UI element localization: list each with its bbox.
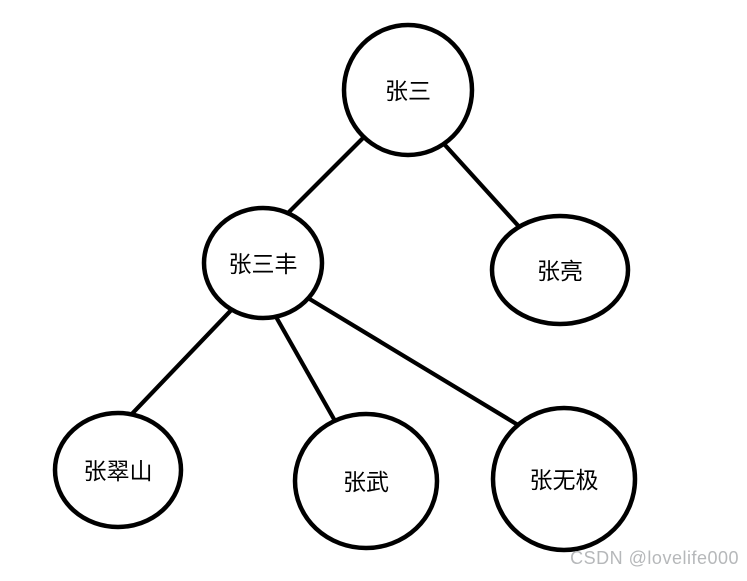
- node-label-zhangsanfeng: 张三丰: [229, 251, 298, 277]
- tree-edge-zhangsanfeng-zhangwuji: [301, 293, 530, 433]
- tree-node-zhangliang: 张亮: [489, 213, 631, 327]
- tree-edge-zhangsan-zhangsanfeng: [279, 125, 376, 222]
- node-circle-zhangcuishan: [52, 410, 184, 530]
- node-label-zhangwu: 张武: [343, 469, 389, 495]
- node-label-zhangsan: 张三: [385, 78, 431, 104]
- tree-edge-zhangsanfeng-zhangcuishan: [125, 301, 240, 421]
- node-label-zhangcuishan: 张翠山: [84, 458, 153, 484]
- tree-edge-zhangsan-zhangliang: [433, 132, 525, 233]
- csdn-watermark: CSDN @lovelife000: [570, 548, 739, 568]
- tree-edge-zhangsanfeng-zhangwu: [269, 306, 341, 430]
- node-circle-zhangwu: [292, 411, 440, 551]
- tree-node-zhangsanfeng: 张三丰: [201, 205, 325, 321]
- node-circle-zhangliang: [489, 213, 631, 327]
- tree-node-zhangcuishan: 张翠山: [52, 410, 184, 530]
- tree-node-zhangwu: 张武: [292, 411, 440, 551]
- node-circle-zhangsanfeng: [201, 205, 325, 321]
- node-label-zhangliang: 张亮: [537, 258, 583, 284]
- node-circle-zhangwuji: [490, 405, 638, 553]
- node-label-zhangwuji: 张无极: [530, 467, 599, 493]
- tree-node-zhangsan: 张三: [341, 22, 475, 158]
- node-circle-zhangsan: [341, 22, 475, 158]
- tree-node-zhangwuji: 张无极: [490, 405, 638, 553]
